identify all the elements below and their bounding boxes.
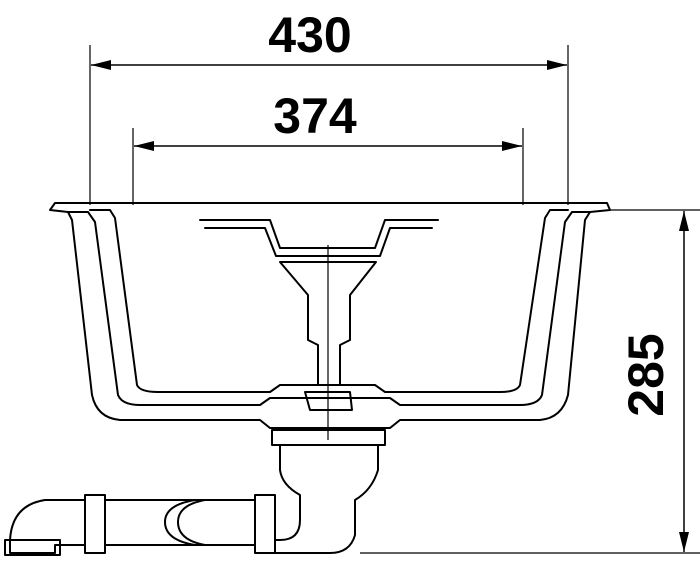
drain-strainer	[199, 219, 439, 440]
waste-trap	[4, 429, 386, 556]
waste-flange	[271, 429, 386, 446]
sink-bowl-inner	[89, 209, 569, 393]
dimension-overall-depth: 285	[360, 209, 700, 554]
dimension-label-374: 374	[273, 88, 357, 144]
strainer-stem	[279, 261, 377, 386]
trap-nut	[254, 494, 276, 554]
dimension-overall-width: 430	[89, 7, 569, 205]
pipe-coupling	[84, 494, 106, 554]
trap-body	[274, 444, 379, 554]
strainer-basket-lip	[204, 227, 433, 257]
overflow-pipe-loop	[164, 499, 206, 546]
strainer-basket-top	[199, 219, 439, 249]
horizontal-waste-pipe	[104, 499, 256, 546]
dimension-label-285: 285	[618, 333, 674, 416]
elbow-outlet	[4, 539, 61, 556]
dimension-label-430: 430	[268, 7, 351, 63]
sink-body	[49, 202, 611, 429]
drain-nut	[304, 391, 353, 411]
dimension-bowl-width: 374	[132, 88, 524, 205]
elbow-pipe	[9, 499, 86, 554]
sink-bowl-outer-wall	[67, 211, 591, 406]
sink-outer-shell	[49, 202, 611, 429]
